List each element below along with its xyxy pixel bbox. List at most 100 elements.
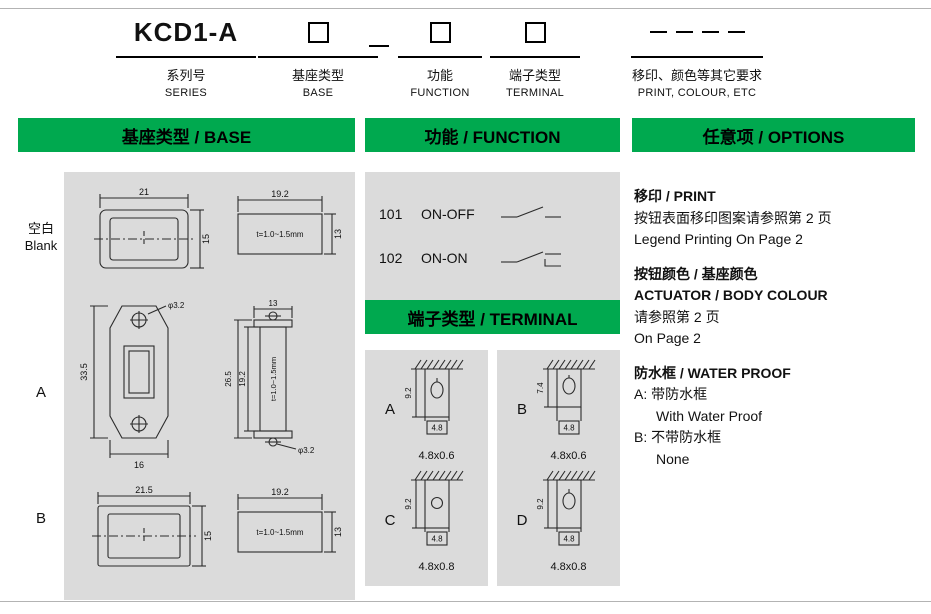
- function-code-box: [429, 21, 451, 43]
- dim-label: 7.4: [536, 382, 545, 394]
- series-label-cn: 系列号: [166, 68, 206, 83]
- terminal-label-cn: 端子类型: [508, 68, 561, 83]
- dim-label: 4.8: [431, 424, 443, 433]
- terminal-column-right: B 7.4 4.8 4.8x0.6: [497, 350, 620, 586]
- base-section-title: 基座类型 / BASE: [121, 127, 252, 147]
- print-label-cn: 移印、颜色等其它要求: [631, 68, 762, 83]
- base-label-en: BASE: [302, 87, 334, 99]
- bottom-rule: [0, 601, 931, 602]
- terminal-drawing-b: 7.4 4.8 4.8x0.6: [535, 357, 603, 462]
- terminal-code-block: 端子类型 TERMINAL: [490, 14, 580, 99]
- terminal-d-svg: 9.2 4.8: [536, 470, 595, 546]
- function-code: 101: [379, 206, 403, 222]
- base-code-box: [307, 21, 329, 43]
- base-section-header: 基座类型 / BASE: [18, 118, 355, 152]
- dim-label: 15: [203, 531, 213, 541]
- colour-option-line-cn: 请参照第 2 页: [634, 308, 720, 325]
- dim-label: t=1.0~1.5mm: [256, 230, 303, 239]
- waterproof-option-b-cn: B: 不带防水框: [634, 429, 722, 445]
- function-panel: 101 ON-OFF 102 ON-ON: [365, 172, 620, 300]
- terminal-column-left: A 9.2 4.8 4.8x0.6: [365, 350, 488, 586]
- options-content: 移印 / PRINT 按钮表面移印图案请参照第 2 页 Legend Print…: [632, 186, 915, 470]
- terminal-a-svg: 9.2 4.8: [404, 359, 463, 435]
- waterproof-option-a-cn: A: 带防水框: [634, 386, 708, 402]
- dim-label: 4.8: [563, 535, 575, 544]
- function-code: 102: [379, 250, 403, 266]
- print-underline: [631, 56, 763, 58]
- waterproof-option-b-en: None: [656, 450, 690, 467]
- model-number: KCD1-A: [133, 16, 239, 47]
- base-section-body: 空白 Blank A B 21 15: [18, 172, 355, 600]
- colour-option-line-en: On Page 2: [634, 330, 701, 346]
- top-rule: [0, 8, 931, 9]
- terminal-label-en: TERMINAL: [505, 87, 565, 99]
- function-option-101: 101 ON-OFF: [365, 192, 620, 236]
- on-on-switch-symbol: [501, 251, 561, 267]
- terminal-code: C: [384, 512, 396, 529]
- terminal-option-b: B 7.4 4.8 4.8x0.6: [515, 357, 603, 462]
- function-label-cn: 功能: [426, 68, 453, 83]
- base-code-block: 基座类型 BASE: [258, 14, 378, 99]
- dim-label: 15: [201, 234, 211, 244]
- terminal-size-label: 4.8x0.6: [550, 450, 587, 462]
- function-option-102: 102 ON-ON: [365, 236, 620, 280]
- print-code-dashes: [649, 31, 745, 33]
- dim-label: 16: [134, 460, 144, 470]
- terminal-size-label: 4.8x0.6: [418, 450, 455, 462]
- terminal-panel: A 9.2 4.8 4.8x0.6: [365, 350, 620, 586]
- terminal-drawing-a: 9.2 4.8 4.8x0.6: [403, 357, 471, 462]
- terminal-b-svg: 7.4 4.8: [536, 359, 595, 435]
- print-label-en: PRINT, COLOUR, ETC: [637, 87, 757, 99]
- dim-label: 26.5: [224, 371, 233, 387]
- options-section-title: 任意项 / OPTIONS: [702, 127, 845, 147]
- base-a-drawing: φ3.2 33.5 16 13 φ3.2: [79, 299, 315, 470]
- base-option-blank: 空白 Blank: [18, 220, 64, 254]
- terminal-drawing-d: 9.2 4.8 4.8x0.8: [535, 468, 603, 573]
- terminal-c-svg: 9.2 4.8: [404, 470, 463, 546]
- terminal-section-title: 端子类型 / TERMINAL: [407, 309, 578, 329]
- function-label: ON-OFF: [421, 206, 475, 222]
- dim-label: 19.2: [238, 371, 247, 387]
- terminal-option-c: C 9.2 4.8 4.8x0.8: [383, 468, 471, 573]
- dim-label: 13: [269, 299, 278, 308]
- function-code-block: 功能 FUNCTION: [398, 14, 482, 99]
- dim-label: 4.8: [563, 424, 575, 433]
- dim-label: 4.8: [431, 535, 443, 544]
- ordering-code-header: KCD1-A 系列号 SERIES 基座类型 BASE 功能 FUNCTION …: [0, 14, 931, 114]
- on-off-switch-symbol: [501, 206, 561, 218]
- function-section-title: 功能 / FUNCTION: [424, 127, 561, 147]
- waterproof-option-title: 防水框 / WATER PROOF: [634, 364, 791, 381]
- function-terminal-section: 功能 / FUNCTION 101 ON-OFF 102 ON-ON: [365, 118, 620, 586]
- dim-label: 19.2: [271, 189, 289, 199]
- base-option-blank-en: Blank: [24, 238, 58, 253]
- terminal-code: B: [516, 401, 527, 418]
- colour-option-title-en: ACTUATOR / BODY COLOUR: [634, 287, 828, 303]
- terminal-code: A: [384, 401, 395, 418]
- function-section-header: 功能 / FUNCTION: [365, 118, 620, 152]
- base-option-blank-cn: 空白: [27, 221, 54, 236]
- dim-label: 9.2: [404, 387, 413, 399]
- base-option-a: A: [35, 384, 46, 401]
- print-option-line-en: Legend Printing On Page 2: [634, 231, 803, 247]
- series-code-block: KCD1-A 系列号 SERIES: [116, 14, 256, 99]
- terminal-section-header: 端子类型 / TERMINAL: [365, 300, 620, 334]
- function-label-en: FUNCTION: [410, 87, 470, 99]
- dim-label: t=1.0~1.5mm: [269, 357, 278, 401]
- terminal-size-label: 4.8x0.8: [418, 561, 455, 573]
- terminal-size-label: 4.8x0.8: [550, 561, 587, 573]
- dim-label: 9.2: [536, 498, 545, 510]
- print-code-block: 移印、颜色等其它要求 PRINT, COLOUR, ETC: [612, 14, 782, 99]
- base-label-cn: 基座类型: [291, 68, 344, 83]
- waterproof-option-a-en: With Water Proof: [656, 407, 763, 424]
- dim-label: 13: [333, 229, 343, 239]
- base-blank-drawing: 21 15 t=1.0~1.5mm 19.2 13: [94, 187, 343, 269]
- terminal-code-box: [524, 21, 546, 43]
- terminal-code: D: [516, 512, 528, 529]
- base-option-labels: 空白 Blank A B: [18, 172, 64, 600]
- print-option-line-cn: 按钮表面移印图案请参照第 2 页: [634, 209, 832, 226]
- base-b-drawing: 21.5 15 t=1.0~1.5mm 19.2 13: [92, 485, 343, 567]
- base-option-b: B: [35, 510, 46, 527]
- base-drawings-panel: 21 15 t=1.0~1.5mm 19.2 13: [64, 172, 355, 600]
- dim-label: 19.2: [271, 487, 289, 497]
- base-underline: [258, 56, 378, 58]
